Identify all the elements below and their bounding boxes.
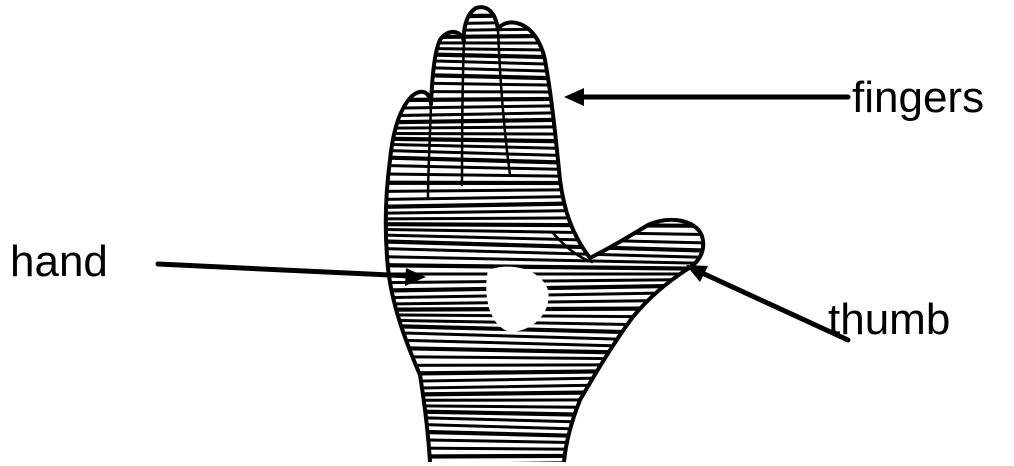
hatch-line [370, 224, 720, 226]
label-hand: hand [10, 237, 108, 286]
hatch-line [370, 19, 720, 25]
hatch-line [370, 13, 720, 18]
thumb-arrow [686, 265, 848, 340]
hatch-line [370, 455, 720, 456]
hatch-line [370, 133, 720, 134]
hand-illustration [370, 7, 720, 465]
hatch-line [370, 34, 720, 37]
hand-arrow [158, 264, 426, 286]
hatch-line [370, 448, 720, 450]
label-thumb: thumb [828, 295, 950, 344]
fingers-arrow [564, 88, 848, 106]
label-fingers: fingers [852, 73, 984, 122]
hatch-line [370, 48, 720, 52]
hatch-line [370, 183, 720, 184]
hatch-line [370, 26, 720, 31]
hatch-line [370, 365, 720, 366]
